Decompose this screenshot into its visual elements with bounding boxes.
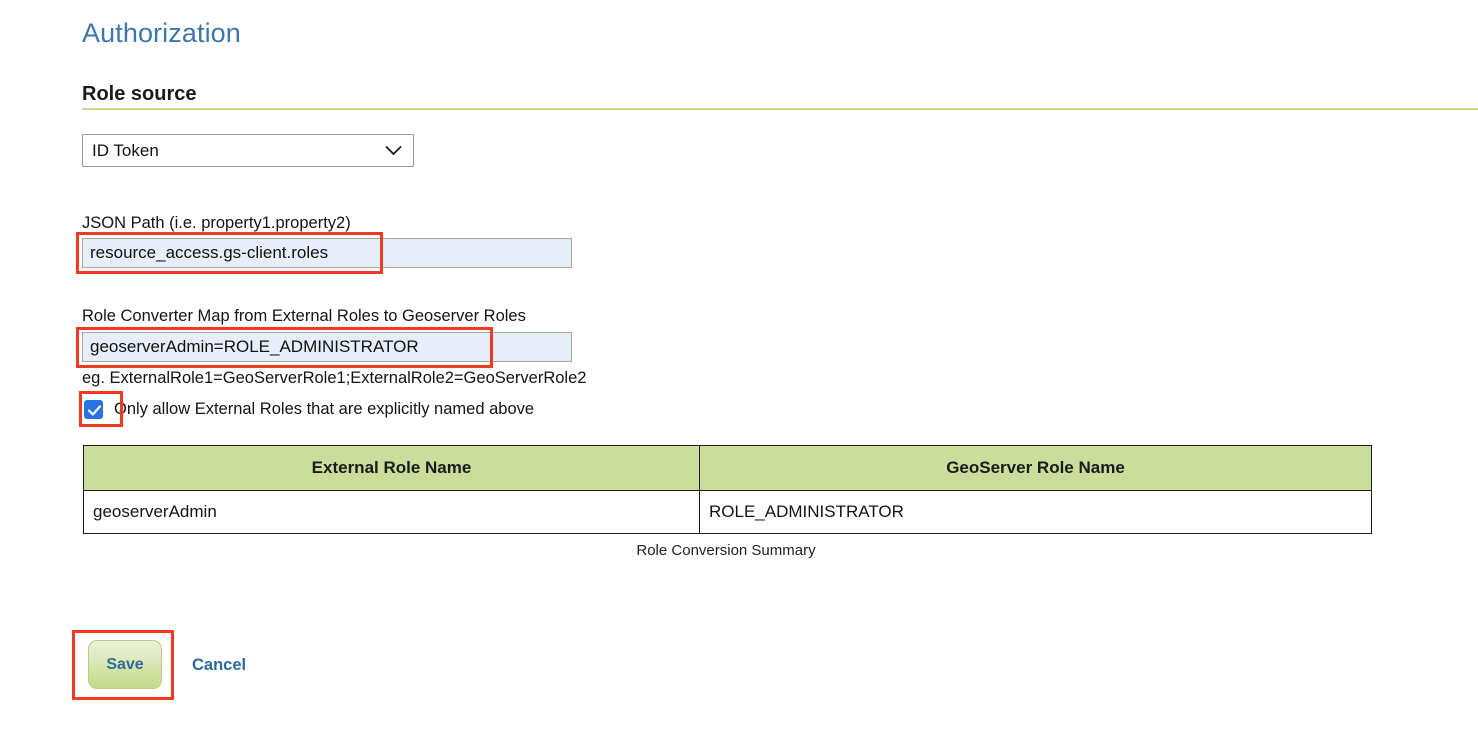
role-converter-map-input[interactable] bbox=[82, 332, 572, 362]
chevron-down-icon bbox=[385, 144, 402, 157]
role-conversion-table: External Role Name GeoServer Role Name g… bbox=[83, 445, 1372, 534]
cell-geoserver-role-name: ROLE_ADMINISTRATOR bbox=[699, 490, 1372, 534]
cell-external-role-name: geoserverAdmin bbox=[83, 490, 700, 534]
role-source-select[interactable]: ID Token bbox=[82, 134, 414, 167]
only-allow-named-roles-checkbox[interactable] bbox=[84, 399, 103, 419]
json-path-label: JSON Path (i.e. property1.property2) bbox=[82, 214, 351, 232]
json-path-input[interactable] bbox=[82, 238, 572, 268]
section-divider bbox=[82, 108, 1478, 110]
column-header-external-role-name: External Role Name bbox=[83, 445, 700, 491]
section-heading-role-source: Role source bbox=[82, 83, 197, 105]
cancel-link[interactable]: Cancel bbox=[192, 656, 247, 674]
column-header-geoserver-role-name: GeoServer Role Name bbox=[699, 445, 1372, 491]
only-allow-named-roles-label: Only allow External Roles that are expli… bbox=[114, 399, 535, 418]
page-title: Authorization bbox=[82, 18, 241, 48]
table-header-row: External Role Name GeoServer Role Name bbox=[83, 445, 1372, 491]
role-converter-map-hint: eg. ExternalRole1=GeoServerRole1;Externa… bbox=[82, 369, 587, 387]
table-caption: Role Conversion Summary bbox=[636, 542, 816, 559]
role-converter-map-label: Role Converter Map from External Roles t… bbox=[82, 307, 526, 325]
table-row: geoserverAdmin ROLE_ADMINISTRATOR bbox=[83, 490, 1372, 534]
role-source-selected-value: ID Token bbox=[92, 141, 159, 160]
only-allow-named-roles-row[interactable]: Only allow External Roles that are expli… bbox=[84, 396, 534, 422]
save-button[interactable]: Save bbox=[88, 640, 162, 689]
checkmark-icon bbox=[87, 404, 102, 415]
